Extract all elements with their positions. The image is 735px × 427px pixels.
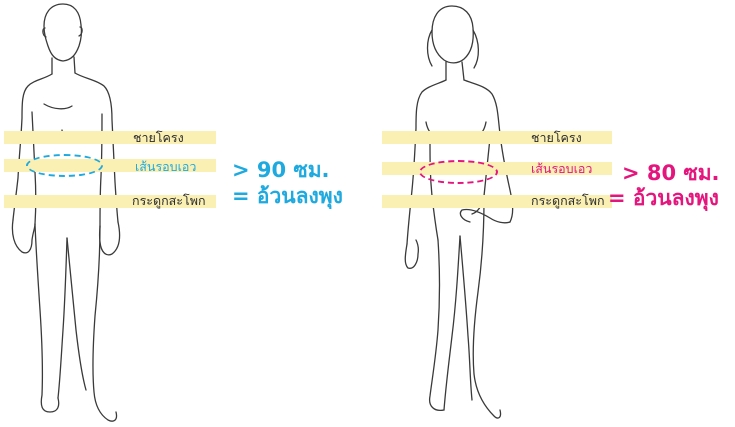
label-rib-male: ชายโครง (133, 132, 184, 145)
label-waist-male: เส้นรอบเอว (135, 161, 196, 174)
label-rib-female: ชายโครง (531, 132, 582, 145)
waist-ring-male (26, 154, 103, 177)
female-result: = อ้วนลงพุง (608, 188, 719, 209)
label-hip-male: กระดูกสะโพก (132, 195, 206, 208)
label-hip-female: กระดูกสะโพก (531, 195, 605, 208)
male-result: = อ้วนลงพุง (232, 186, 343, 207)
female-threshold: > 80 ซม. (622, 163, 720, 184)
waist-ring-female (419, 160, 498, 184)
male-threshold: > 90 ซม. (232, 160, 330, 181)
rib-band-male (4, 131, 216, 144)
label-waist-female: เส้นรอบเอว (531, 163, 592, 176)
